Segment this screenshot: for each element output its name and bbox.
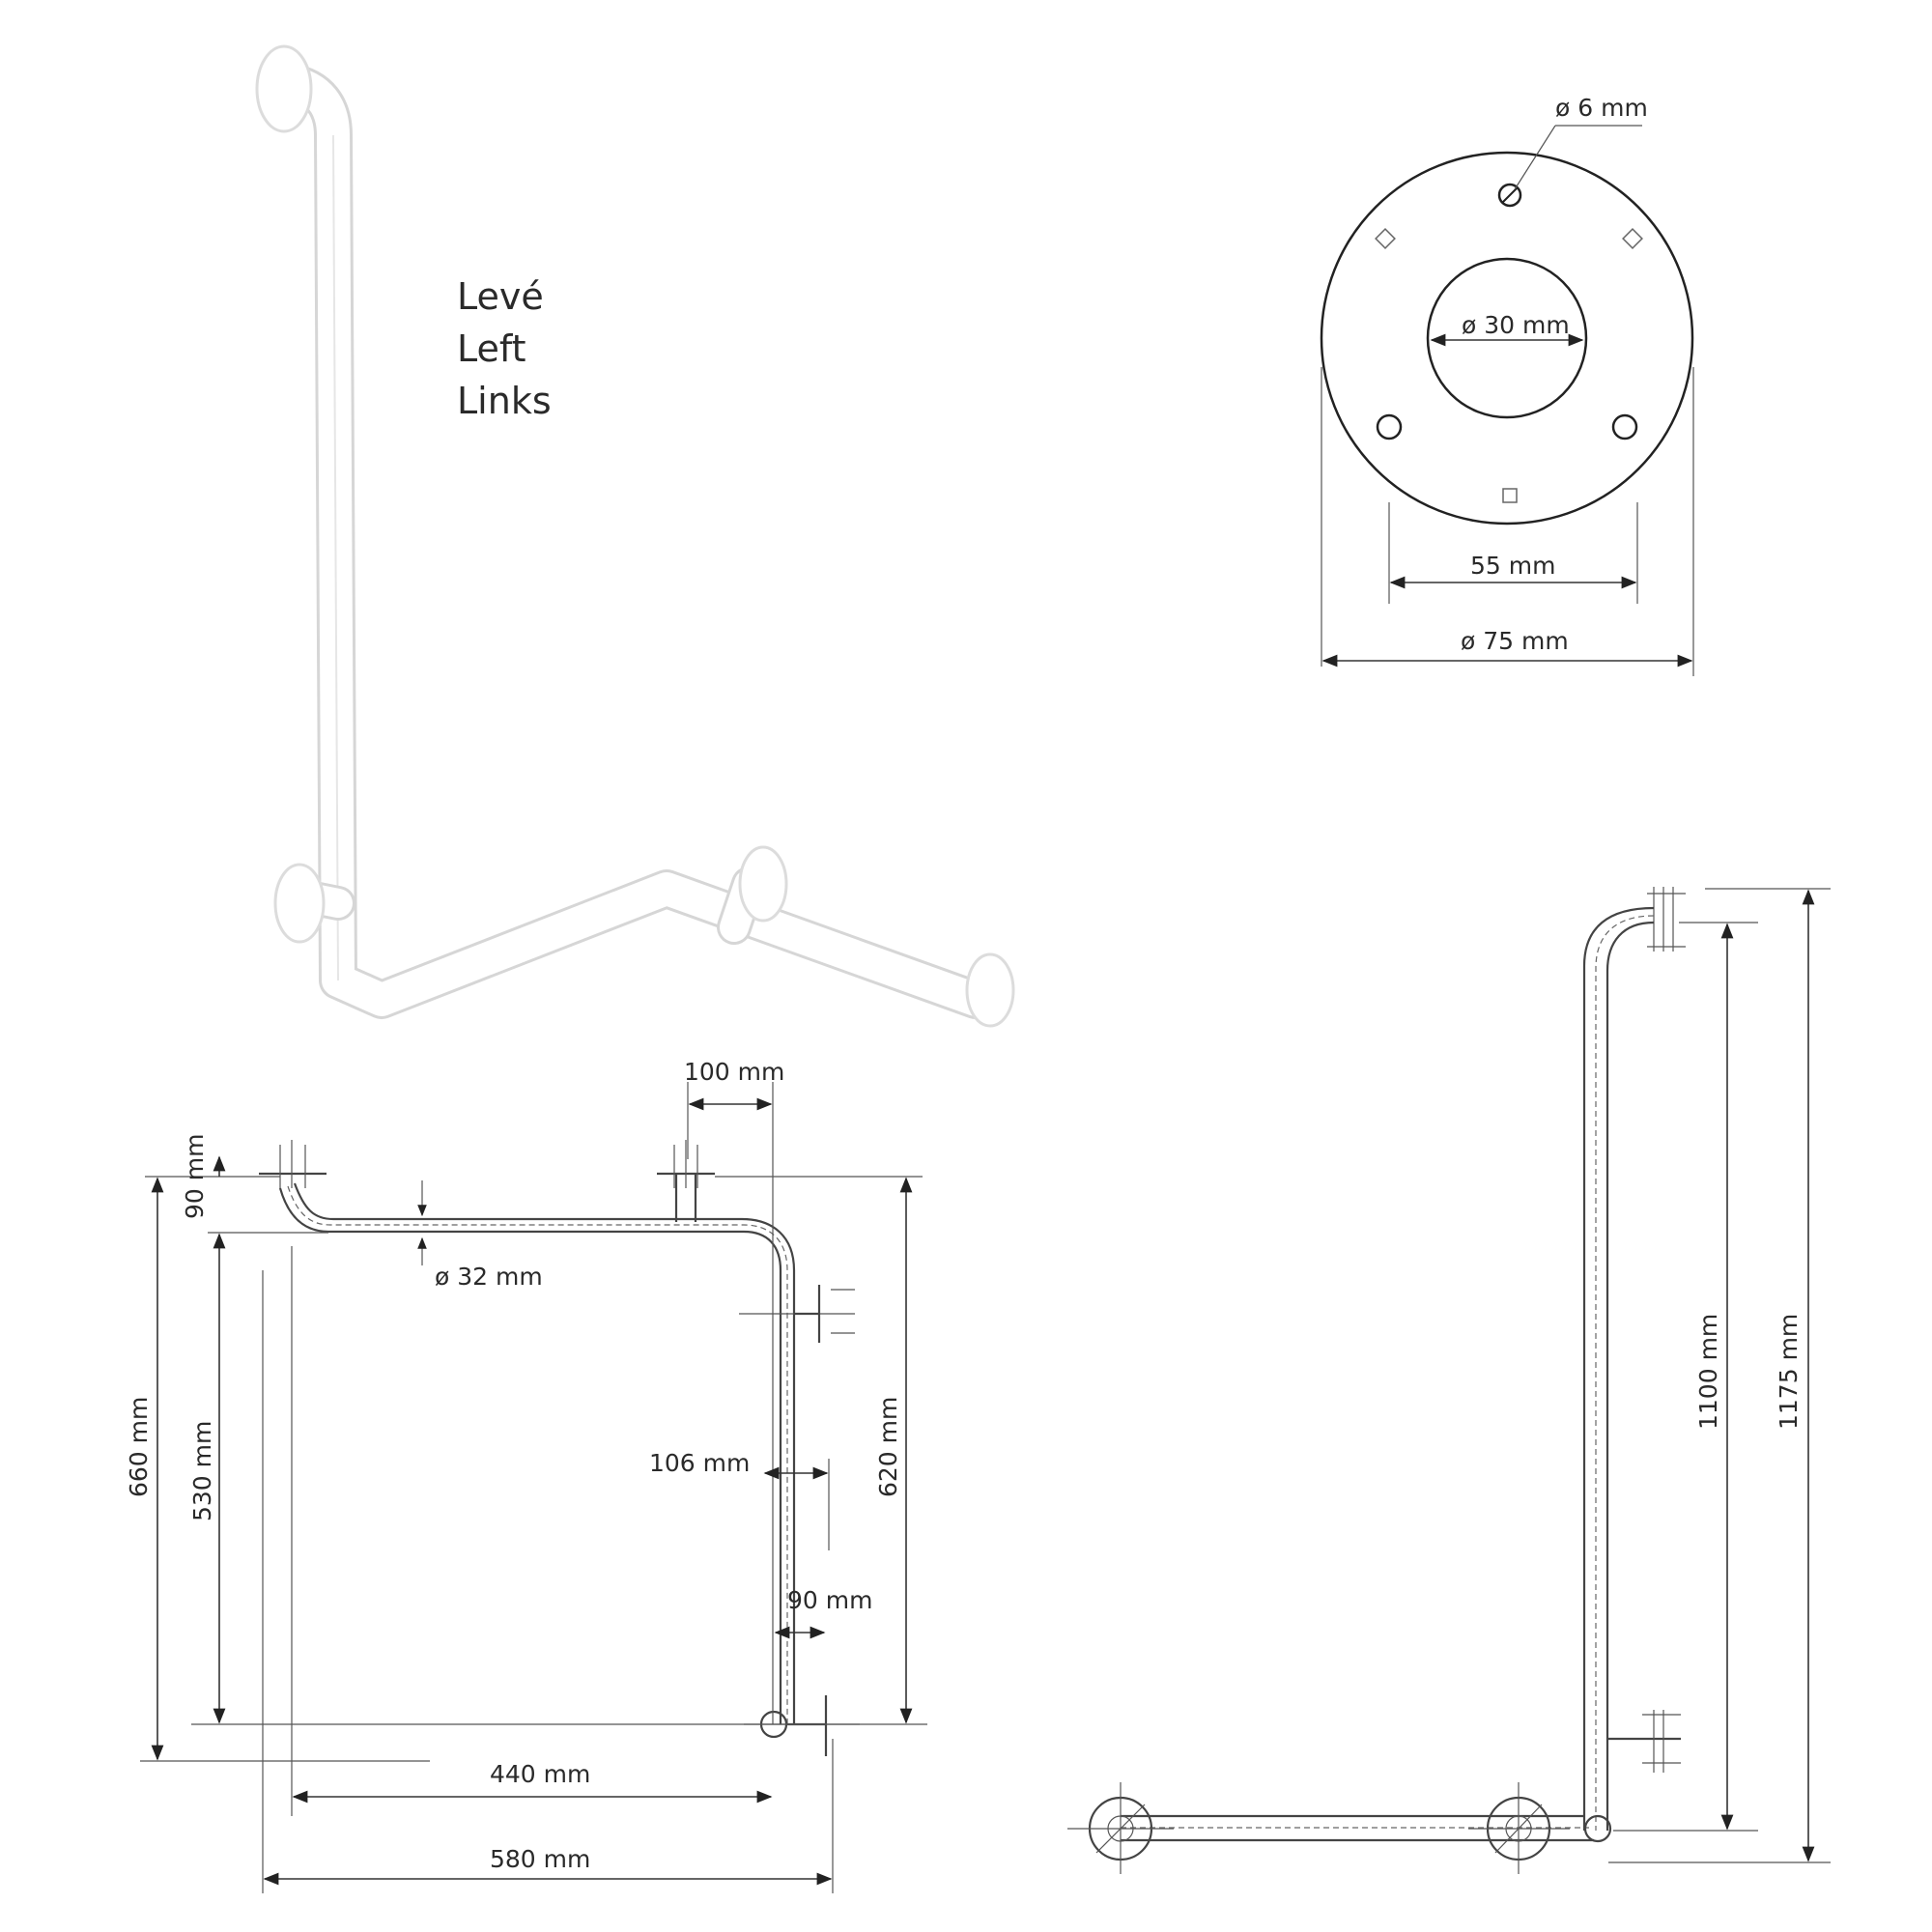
square-mark-left [1375, 228, 1396, 249]
dim-outer-diameter: ø 75 mm [1461, 627, 1569, 655]
lower-left-rosette [273, 863, 326, 944]
label-links: Links [457, 380, 552, 422]
front-view-drawing: 100 mm 90 mm ø 32 mm 660 mm 530 mm 620 m… [125, 1058, 927, 1893]
right-rosette [965, 952, 1015, 1028]
square-mark-right [1622, 228, 1643, 249]
dim-total-width: 580 mm [490, 1845, 590, 1873]
rosette-inner-circle [1426, 257, 1588, 419]
dim-side-total-height: 1175 mm [1775, 1314, 1803, 1430]
rosette-outer-circle [1320, 151, 1694, 526]
middle-rosette [738, 845, 788, 923]
side-view-drawing: 1100 mm 1175 mm [1067, 887, 1831, 1874]
rosette-detail: ø 6 mm ø 30 mm 55 mm ø 75 mm [1320, 94, 1694, 676]
dim-screw-hole: ø 6 mm [1555, 94, 1648, 122]
dim-inner-height: 530 mm [188, 1421, 216, 1521]
dim-side-inner-height: 1100 mm [1694, 1314, 1722, 1430]
screw-hole-top [1497, 183, 1522, 208]
orientation-labels: Levé Left Links [457, 270, 552, 427]
screw-hole-right [1611, 413, 1638, 440]
top-rosette [255, 44, 313, 133]
dim-wall-gap-top: 90 mm [181, 1134, 209, 1219]
grab-bar-illustration [255, 44, 1015, 1028]
dim-offset-top: 100 mm [684, 1058, 784, 1086]
dim-inner-diameter: ø 30 mm [1462, 311, 1570, 339]
dim-wall-gap-bottom: 90 mm [787, 1586, 872, 1614]
dim-arm-projection: 106 mm [649, 1449, 750, 1477]
dim-right-height: 620 mm [874, 1397, 902, 1497]
screw-hole-left [1376, 413, 1403, 440]
label-left: Left [457, 327, 526, 370]
dim-inner-width: 440 mm [490, 1760, 590, 1788]
dim-total-height: 660 mm [125, 1397, 153, 1497]
dim-hole-spacing: 55 mm [1470, 552, 1555, 580]
dim-tube-diameter: ø 32 mm [435, 1263, 543, 1291]
label-leve: Levé [457, 275, 544, 318]
square-mark-bottom [1502, 488, 1518, 503]
